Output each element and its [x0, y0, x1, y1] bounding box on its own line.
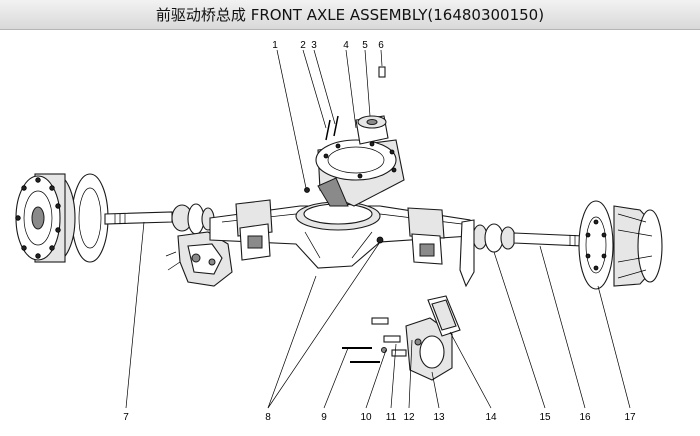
part-number-11: 11	[386, 412, 397, 423]
part-number-14: 14	[485, 412, 497, 423]
right-wheel-hub	[613, 205, 663, 287]
part-number-8: 8	[265, 412, 271, 423]
part-number-10: 10	[360, 412, 372, 423]
part-number-1: 1	[272, 40, 278, 51]
diagram-title-text: 前驱动桥总成 FRONT AXLE ASSEMBLY(16480300150)	[155, 6, 545, 24]
part-number-6: 6	[378, 40, 384, 51]
part-numbers: 1 2 3 4 5 6 7 8 9 10 11 12 13 14 15 16 1…	[123, 40, 636, 423]
left-wheel-hub	[15, 173, 76, 263]
part-number-12: 12	[403, 412, 415, 423]
part-number-2: 2	[300, 40, 306, 51]
part-number-3: 3	[311, 40, 317, 51]
part-number-9: 9	[321, 412, 327, 423]
left-brake-disc	[71, 173, 109, 263]
left-spring-seat	[235, 199, 273, 261]
left-steering-knuckle	[165, 231, 233, 287]
input-flange	[355, 115, 389, 145]
axle-exploded-view: 1 2 3 4 5 6 7 8 9 10 11 12 13 14 15 16 1…	[15, 40, 663, 423]
main-reducer-assembly	[315, 139, 405, 207]
brake-guide-pins	[342, 347, 380, 363]
right-knuckle-arm	[459, 219, 475, 288]
flange-nut	[378, 66, 386, 78]
right-spring-seat	[407, 207, 445, 265]
part-number-5: 5	[362, 40, 368, 51]
right-half-shaft	[472, 223, 585, 253]
part-number-17: 17	[624, 412, 636, 423]
right-brake-disc	[578, 200, 614, 290]
reducer-bolts	[325, 115, 339, 141]
diagram-title: 前驱动桥总成 FRONT AXLE ASSEMBLY(16480300150)	[0, 0, 700, 30]
left-half-shaft	[104, 203, 215, 235]
part-number-7: 7	[123, 412, 129, 423]
part-number-4: 4	[343, 40, 349, 51]
brake-pad	[427, 295, 461, 337]
brake-bolts	[371, 317, 407, 357]
part-number-13: 13	[433, 412, 445, 423]
part-number-16: 16	[579, 412, 591, 423]
leader-lines	[125, 49, 631, 409]
part-number-15: 15	[539, 412, 551, 423]
